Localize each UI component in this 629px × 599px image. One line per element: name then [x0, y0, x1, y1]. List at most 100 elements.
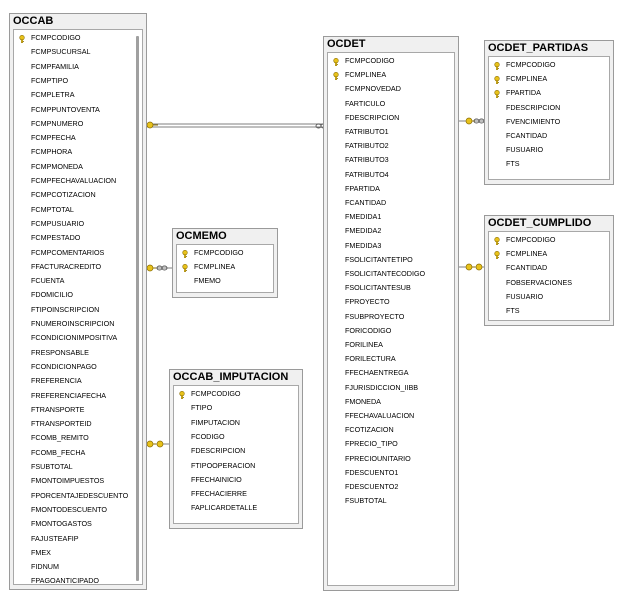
- column-row[interactable]: FRESPONSABLE: [14, 346, 142, 360]
- column-row[interactable]: FCMPHORA: [14, 145, 142, 159]
- column-row[interactable]: FSUBTOTAL: [14, 460, 142, 474]
- column-row[interactable]: FAPLICARDETALLE: [174, 501, 298, 515]
- column-row[interactable]: FPRECIOUNITARIO: [328, 452, 454, 466]
- column-row[interactable]: FSUBPROYECTO: [328, 310, 454, 324]
- column-row[interactable]: FCMPSUCURSAL: [14, 45, 142, 59]
- column-row[interactable]: FORILECTURA: [328, 352, 454, 366]
- column-row[interactable]: FORICODIGO: [328, 324, 454, 338]
- column-row[interactable]: FCMPCODIGO: [174, 387, 298, 401]
- column-row[interactable]: FCMPLETRA: [14, 88, 142, 102]
- column-row[interactable]: FCONDICIONPAGO: [14, 360, 142, 374]
- column-row[interactable]: FCMPTOTAL: [14, 203, 142, 217]
- column-row[interactable]: FCMPESTADO: [14, 231, 142, 245]
- column-row[interactable]: FCMPTIPO: [14, 74, 142, 88]
- column-row[interactable]: FOBSERVACIONES: [489, 276, 609, 290]
- column-row[interactable]: FCMPLINEA: [489, 72, 609, 86]
- column-row[interactable]: FMONEDA: [328, 395, 454, 409]
- column-row[interactable]: FREFERENCIA: [14, 374, 142, 388]
- column-row[interactable]: FCMPMONEDA: [14, 160, 142, 174]
- column-row[interactable]: FFACTURACREDITO: [14, 260, 142, 274]
- column-row[interactable]: FPROYECTO: [328, 295, 454, 309]
- column-row[interactable]: FMONTOGASTOS: [14, 517, 142, 531]
- column-row[interactable]: FUSUARIO: [489, 143, 609, 157]
- column-row[interactable]: FDESCUENTO2: [328, 480, 454, 494]
- column-row[interactable]: FMEX: [14, 546, 142, 560]
- column-row[interactable]: FORILINEA: [328, 338, 454, 352]
- column-row[interactable]: FATRIBUTO1: [328, 125, 454, 139]
- column-row[interactable]: FCANTIDAD: [328, 196, 454, 210]
- column-row[interactable]: FCMPNUMERO: [14, 117, 142, 131]
- column-row[interactable]: FATRIBUTO3: [328, 153, 454, 167]
- column-row[interactable]: FTIPO: [174, 401, 298, 415]
- column-row[interactable]: FCOMB_FECHA: [14, 446, 142, 460]
- column-row[interactable]: FDESCRIPCION: [174, 444, 298, 458]
- column-row[interactable]: FCMPFECHA: [14, 131, 142, 145]
- column-row[interactable]: FNUMEROINSCRIPCION: [14, 317, 142, 331]
- column-row[interactable]: FTRANSPORTEID: [14, 417, 142, 431]
- column-row[interactable]: FUSUARIO: [489, 290, 609, 304]
- column-row[interactable]: FDESCRIPCION: [328, 111, 454, 125]
- column-row[interactable]: FCUENTA: [14, 274, 142, 288]
- column-row[interactable]: FCMPCODIGO: [328, 54, 454, 68]
- column-row[interactable]: FFECHAVALUACION: [328, 409, 454, 423]
- column-row[interactable]: FPRECIO_TIPO: [328, 437, 454, 451]
- column-row[interactable]: FCANTIDAD: [489, 261, 609, 275]
- column-row[interactable]: FDESCUENTO1: [328, 466, 454, 480]
- column-row[interactable]: FFECHAENTREGA: [328, 366, 454, 380]
- column-row[interactable]: FSOLICITANTETIPO: [328, 253, 454, 267]
- column-row[interactable]: FTIPOINSCRIPCION: [14, 303, 142, 317]
- column-row[interactable]: FSUBTOTAL: [328, 494, 454, 508]
- column-row[interactable]: FJURISDICCION_IIBB: [328, 381, 454, 395]
- column-row[interactable]: FTRANSPORTE: [14, 403, 142, 417]
- column-row[interactable]: FFECHACIERRE: [174, 487, 298, 501]
- column-row[interactable]: FCMPCODIGO: [177, 246, 273, 260]
- column-row[interactable]: FATRIBUTO4: [328, 168, 454, 182]
- column-row[interactable]: FCOTIZACION: [328, 423, 454, 437]
- column-row[interactable]: FCMPPUNTOVENTA: [14, 103, 142, 117]
- column-row[interactable]: FCMPCOMENTARIOS: [14, 246, 142, 260]
- column-row[interactable]: FCMPNOVEDAD: [328, 82, 454, 96]
- column-row[interactable]: FIMPUTACION: [174, 416, 298, 430]
- column-row[interactable]: FAJUSTEAFIP: [14, 532, 142, 546]
- scrollbar[interactable]: [136, 36, 139, 581]
- column-row[interactable]: FMONTOIMPUESTOS: [14, 474, 142, 488]
- column-row[interactable]: FPORCENTAJEDESCUENTO: [14, 489, 142, 503]
- column-row[interactable]: FREFERENCIAFECHA: [14, 389, 142, 403]
- column-row[interactable]: FSOLICITANTECODIGO: [328, 267, 454, 281]
- column-row[interactable]: FCMPLINEA: [328, 68, 454, 82]
- column-row[interactable]: FVENCIMIENTO: [489, 115, 609, 129]
- column-row[interactable]: FFECHAINICIO: [174, 473, 298, 487]
- column-row[interactable]: FDOMICILIO: [14, 288, 142, 302]
- column-row[interactable]: FPARTIDA: [328, 182, 454, 196]
- column-row[interactable]: FTS: [489, 304, 609, 318]
- column-row[interactable]: FCANTIDAD: [489, 129, 609, 143]
- column-row[interactable]: FCMPFAMILIA: [14, 60, 142, 74]
- column-row[interactable]: FMEMO: [177, 274, 273, 288]
- column-row[interactable]: FCMPCODIGO: [14, 31, 142, 45]
- column-row[interactable]: FCOMB_REMITO: [14, 431, 142, 445]
- column-row[interactable]: FMEDIDA1: [328, 210, 454, 224]
- column-row[interactable]: FSOLICITANTESUB: [328, 281, 454, 295]
- column-row[interactable]: FCMPLINEA: [177, 260, 273, 274]
- column-row[interactable]: FCODIGO: [174, 430, 298, 444]
- column-row[interactable]: FPARTIDA: [489, 86, 609, 100]
- column-row[interactable]: FTIPOOPERACION: [174, 459, 298, 473]
- column-row[interactable]: FCONDICIONIMPOSITIVA: [14, 331, 142, 345]
- column-row[interactable]: FCMPLINEA: [489, 247, 609, 261]
- column-row[interactable]: FCMPUSUARIO: [14, 217, 142, 231]
- column-row[interactable]: FCMPCODIGO: [489, 58, 609, 72]
- column-row[interactable]: FIDNUM: [14, 560, 142, 574]
- column-row[interactable]: FMONTODESCUENTO: [14, 503, 142, 517]
- column-row[interactable]: FATRIBUTO2: [328, 139, 454, 153]
- column-row[interactable]: FARTICULO: [328, 97, 454, 111]
- column-row[interactable]: FPAGOANTICIPADO: [14, 574, 142, 584]
- column-row[interactable]: FCMPCOTIZACION: [14, 188, 142, 202]
- column-row[interactable]: FTS: [489, 157, 609, 171]
- column-row[interactable]: FCMPFECHAVALUACION: [14, 174, 142, 188]
